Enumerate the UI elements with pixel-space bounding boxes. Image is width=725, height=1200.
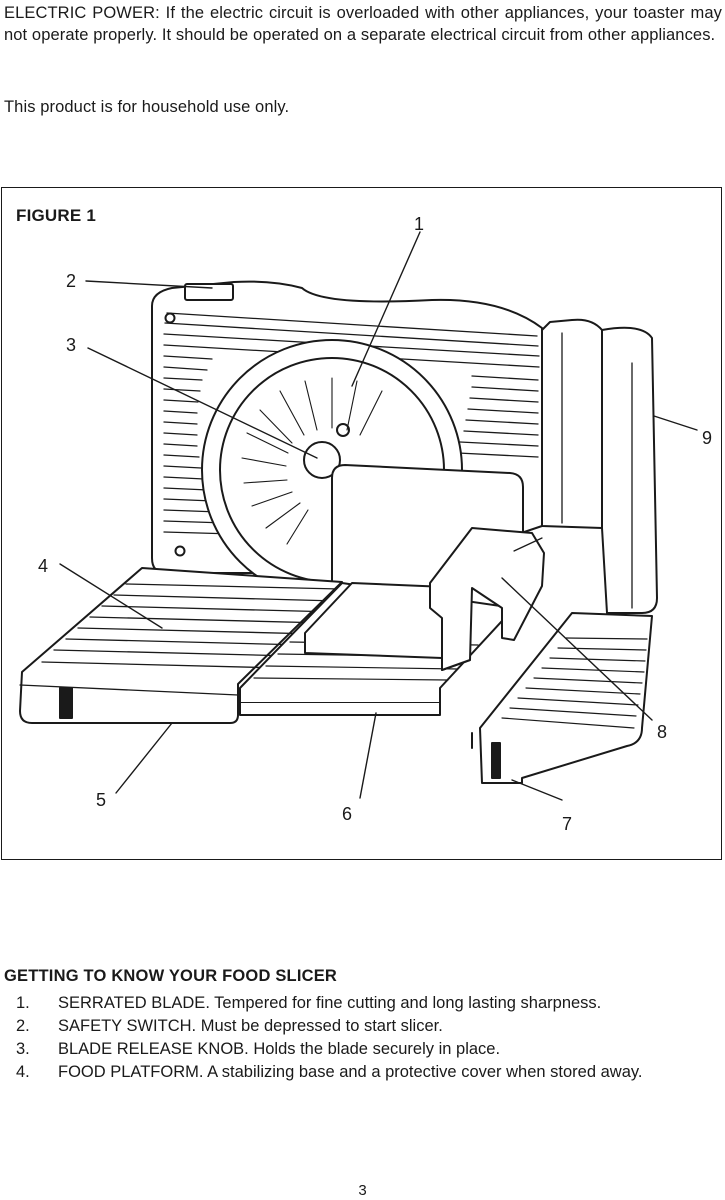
list-item-text: SERRATED BLADE. Tempered for fine cuttin… xyxy=(58,994,602,1012)
list-item-text: BLADE RELEASE KNOB. Holds the blade secu… xyxy=(58,1040,501,1058)
leader-4 xyxy=(59,563,163,629)
food-platform xyxy=(19,567,343,724)
list-item: 4. FOOD PLATFORM. A stabilizing base and… xyxy=(4,1061,722,1084)
platform-ribs xyxy=(41,583,341,669)
leader-7 xyxy=(511,779,563,801)
list-item: 3. BLADE RELEASE KNOB. Holds the blade s… xyxy=(4,1038,722,1061)
callout-5: 5 xyxy=(96,790,106,810)
housing-screw-top xyxy=(164,312,176,324)
callout-9: 9 xyxy=(702,428,712,448)
callout-3: 3 xyxy=(66,335,76,355)
callout-7: 7 xyxy=(562,814,572,834)
right-base-tray xyxy=(479,612,653,784)
blade-small-screw xyxy=(336,423,350,437)
list-item-number: 1. xyxy=(16,994,30,1012)
leader-3 xyxy=(87,347,318,459)
food-pusher-arm xyxy=(429,527,545,671)
leader-2 xyxy=(85,280,213,289)
household-use-paragraph: This product is for household use only. xyxy=(4,98,290,116)
list-item: 1. SERRATED BLADE. Tempered for fine cut… xyxy=(4,992,722,1015)
leader-6 xyxy=(359,712,377,799)
safety-switch xyxy=(184,283,234,301)
list-item-number: 3. xyxy=(16,1040,30,1058)
parts-list: 1. SERRATED BLADE. Tempered for fine cut… xyxy=(4,992,722,1084)
housing-screw-bottom xyxy=(174,545,186,557)
food-slicer-illustration: 1 2 3 4 5 6 7 8 9 xyxy=(19,214,712,834)
thickness-plate xyxy=(541,318,603,529)
right-tray-ribs xyxy=(501,637,648,729)
parts-section-heading: GETTING TO KNOW YOUR FOOD SLICER xyxy=(4,967,338,985)
list-item: 2. SAFETY SWITCH. Must be depressed to s… xyxy=(4,1015,722,1038)
leader-8 xyxy=(501,577,653,721)
blade-grind-lines xyxy=(241,377,383,545)
callout-leaders xyxy=(59,231,698,801)
platform-front-edge xyxy=(19,684,239,696)
leader-1 xyxy=(351,231,421,387)
leader-5 xyxy=(115,722,173,794)
figure-title: FIGURE 1 xyxy=(16,206,97,225)
page-number: 3 xyxy=(358,1182,367,1199)
list-item-text: FOOD PLATFORM. A stabilizing base and a … xyxy=(58,1063,643,1081)
blade-release-knob xyxy=(303,441,341,479)
electric-power-paragraph: ELECTRIC POWER: If the electric circuit … xyxy=(4,4,722,44)
callout-8: 8 xyxy=(657,722,667,742)
list-item-number: 2. xyxy=(16,1017,30,1035)
callout-2: 2 xyxy=(66,271,76,291)
leader-9 xyxy=(653,415,698,431)
callout-6: 6 xyxy=(342,804,352,824)
adjustment-knob-housing xyxy=(601,326,658,614)
list-item-text: SAFETY SWITCH. Must be depressed to star… xyxy=(58,1017,443,1035)
callout-1: 1 xyxy=(414,214,424,234)
figure-1-frame: FIGURE 1 xyxy=(1,187,722,860)
list-item-number: 4. xyxy=(16,1063,30,1081)
callout-4: 4 xyxy=(38,556,48,576)
